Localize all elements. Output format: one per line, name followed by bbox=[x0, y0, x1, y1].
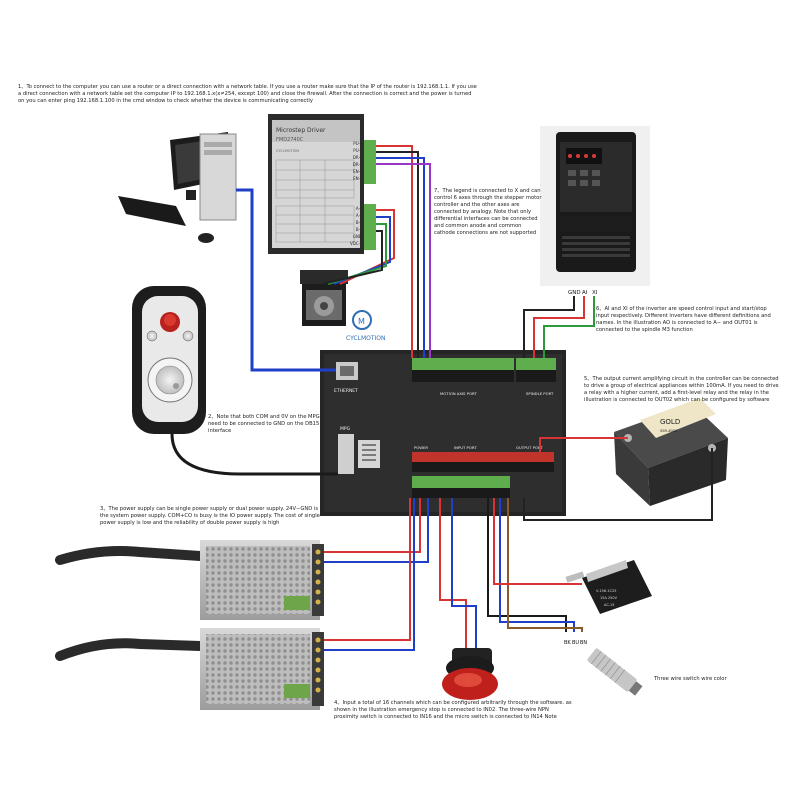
driver-terminal-label: DR+ bbox=[353, 155, 362, 160]
mpg-pendant bbox=[132, 286, 206, 434]
db15-connector bbox=[338, 434, 354, 474]
ethernet-label: ETHERNET bbox=[334, 388, 358, 394]
spindle-port-label: SPINDLE PORT bbox=[526, 391, 554, 396]
microswitch-type: AC-15 bbox=[604, 603, 615, 607]
proximity-switch bbox=[587, 648, 643, 696]
note-network-connection: 1、To connect to the computer you can use… bbox=[18, 84, 477, 104]
driver-terminal-label: DR− bbox=[353, 162, 362, 167]
driver-title: Microstep Driver bbox=[276, 127, 326, 134]
driver-terminal-label: A− bbox=[356, 213, 362, 218]
controller-box: ETHERNET MOTION AXIS PORT SPINDLE PORT M… bbox=[320, 350, 566, 516]
switch-wire-label-bk: BK bbox=[564, 640, 571, 646]
svg-text:M: M bbox=[358, 317, 365, 326]
power-supply-1 bbox=[55, 540, 324, 620]
driver-terminal-label: VDC+ bbox=[350, 241, 362, 246]
driver-terminal-label: A+ bbox=[356, 206, 362, 211]
driver-terminal-label: GND bbox=[353, 234, 362, 239]
switch-wire-label-bu: BU bbox=[572, 640, 579, 646]
driver-terminal-label: EN+ bbox=[353, 169, 362, 174]
logo-text: CYCLMOTION bbox=[346, 335, 386, 342]
driver-terminal-label: B− bbox=[356, 227, 362, 232]
note-stepper-axes: 7、The legend is connected to X and can c… bbox=[434, 188, 542, 236]
output-port-label: OUTPUT PORT bbox=[516, 445, 543, 450]
stepper-motor bbox=[300, 270, 348, 326]
driver-terminal-label: PU− bbox=[353, 148, 362, 153]
input-port-label: INPUT PORT bbox=[454, 445, 477, 450]
note-outputs: 5、The output current amplifying circuit … bbox=[584, 376, 779, 403]
power-label: POWER bbox=[414, 445, 428, 450]
power-supply-2 bbox=[55, 628, 324, 710]
microswitch-rating: 15A 250V bbox=[600, 596, 618, 600]
inverter-xi-label: XI bbox=[592, 290, 598, 296]
driver-terminal-label: PU+ bbox=[353, 141, 362, 146]
inverter-ai-label: AI bbox=[582, 290, 588, 296]
mpg-port-label: MPG bbox=[340, 426, 351, 432]
cyclmotion-logo: M CYCLMOTION bbox=[346, 310, 386, 342]
driver-code: FMD2740C bbox=[276, 137, 304, 143]
solid-state-relay: GOLD SSR-40DA bbox=[614, 398, 728, 506]
motion-port-label: MOTION AXIS PORT bbox=[440, 391, 477, 396]
microswitch-model: V-156-1C25 bbox=[596, 589, 617, 593]
note-inverter: 6、AI and XI of the inverter are speed co… bbox=[596, 306, 771, 333]
computer-icon bbox=[118, 132, 237, 243]
note-wire-color: Three wire switch wire color bbox=[654, 676, 727, 682]
note-mpg-wiring: 2、Note that both COM and 0V on the MPG n… bbox=[208, 414, 320, 434]
relay-model: SSR-40DA bbox=[660, 429, 678, 433]
note-power-supply: 3、The power supply can be single power s… bbox=[100, 506, 320, 526]
driver-model: CYCLMOTION bbox=[276, 149, 299, 153]
note-inputs: 4、Input a total of 16 channels which can… bbox=[334, 700, 572, 720]
relay-brand: GOLD bbox=[660, 418, 680, 426]
emergency-stop-button bbox=[442, 648, 498, 700]
driver-terminal-label: B+ bbox=[356, 220, 362, 225]
inverter bbox=[540, 126, 650, 286]
inverter-gnd-label: GND bbox=[568, 290, 581, 296]
switch-wire-label-bn: BN bbox=[580, 640, 587, 646]
micro-switch: V-156-1C25 15A 250V AC-15 bbox=[565, 560, 652, 614]
driver-terminal-label: EN− bbox=[353, 176, 362, 181]
stepper-driver: Microstep Driver FMD2740C CYCLMOTION PU+… bbox=[268, 114, 376, 254]
wires bbox=[170, 145, 713, 651]
